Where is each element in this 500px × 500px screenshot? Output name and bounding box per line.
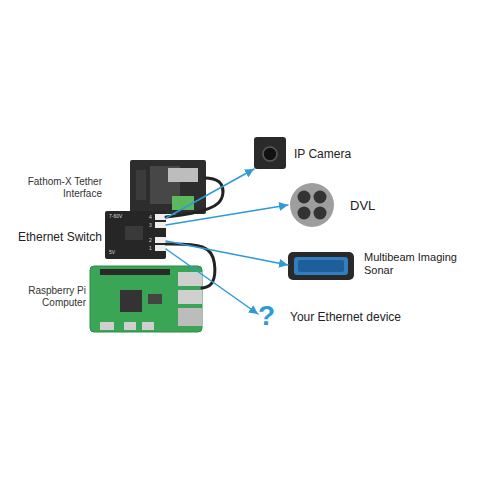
- switch-chip: [125, 226, 143, 240]
- port-number: 3: [149, 223, 152, 228]
- ram-chip: [148, 294, 162, 304]
- tether-interface: Fathom-X Tether Interface: [20, 158, 206, 216]
- ethernet-port: [155, 222, 166, 228]
- node-label: Multibeam Imaging Sonar: [364, 251, 486, 277]
- ip-camera: IP Camera: [254, 137, 374, 171]
- tether-board: [130, 160, 206, 214]
- switch-board: [105, 211, 166, 259]
- port-number: 1: [149, 246, 152, 251]
- dvl-icon: [290, 183, 334, 227]
- connection-arrow: [166, 205, 288, 225]
- dvl-transducer: [298, 191, 311, 204]
- board-sticker: [168, 168, 198, 182]
- node-label: Fathom-X Tether Interface: [20, 176, 102, 200]
- soc-chip: [120, 290, 142, 312]
- gpio-header: [100, 269, 170, 275]
- dvl-transducer: [314, 207, 327, 220]
- hdmi-port: [124, 322, 136, 330]
- voltage-label: 7-60V: [109, 214, 122, 219]
- camera-lens: [263, 147, 277, 161]
- voltage-label: 5V: [109, 250, 115, 255]
- ethernet-port: [155, 245, 166, 251]
- hdmi-port: [142, 322, 154, 330]
- icon-glyph: ?: [258, 302, 284, 330]
- ethernet-switch: Ethernet Switch: [10, 211, 166, 259]
- ethernet-jack: [178, 308, 202, 326]
- node-label: DVL: [350, 198, 378, 214]
- dvl: DVL: [288, 182, 378, 228]
- ethernet-port: [155, 237, 166, 243]
- ethernet-cable: [166, 178, 223, 217]
- port-number: 4: [149, 215, 152, 220]
- ethernet-device: ? Your Ethernet device: [258, 302, 438, 332]
- port-number: 2: [149, 238, 152, 243]
- connection-arrow: [166, 169, 254, 218]
- connection-arrow: [166, 241, 288, 265]
- node-label: Raspberry Pi Computer: [20, 285, 86, 309]
- sonar-window: [298, 260, 344, 272]
- sonar-face: [294, 257, 348, 275]
- board-component: [136, 170, 146, 200]
- usb-port: [178, 272, 202, 286]
- ethernet-port: [155, 214, 166, 220]
- raspberry-pi: Raspberry Pi Computer: [20, 266, 202, 332]
- node-label: Your Ethernet device: [290, 310, 436, 324]
- camera-icon: [254, 137, 286, 169]
- terminal-block: [172, 196, 194, 210]
- usb-port: [178, 290, 202, 304]
- ethernet-cable: [166, 244, 215, 288]
- node-label: IP Camera: [294, 147, 374, 161]
- dvl-transducer: [314, 191, 327, 204]
- imaging-sonar: Multibeam Imaging Sonar: [288, 248, 488, 284]
- power-port: [100, 322, 114, 330]
- dvl-transducer: [298, 207, 311, 220]
- sonar-icon: [288, 252, 354, 280]
- pi-board: [90, 266, 202, 332]
- node-label: Ethernet Switch: [10, 230, 102, 244]
- connection-arrow: [166, 249, 258, 314]
